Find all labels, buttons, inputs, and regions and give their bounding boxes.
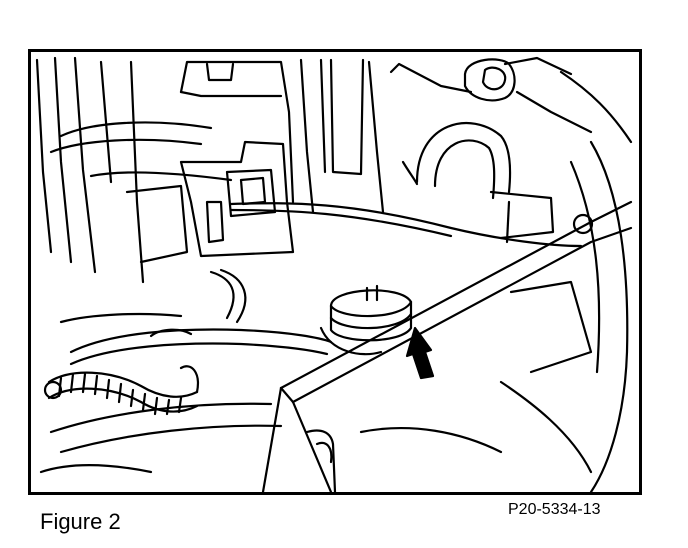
figure-reference-code: P20-5334-13 <box>508 501 601 518</box>
sensor-block <box>89 140 295 264</box>
reservoir-cap <box>319 284 413 356</box>
lower-hoses <box>59 268 333 366</box>
lower-body <box>39 402 503 492</box>
wire-harness <box>49 121 583 248</box>
figure-caption: Figure 2 <box>40 509 121 534</box>
engine-illustration <box>28 49 642 495</box>
coolant-hose <box>401 121 555 244</box>
engine-line-drawing <box>35 56 633 492</box>
left-frame-rails <box>35 56 145 284</box>
right-housing <box>499 140 629 492</box>
upper-components <box>179 58 473 214</box>
pointer-arrow <box>405 326 435 380</box>
upper-right-fitting <box>463 56 633 144</box>
